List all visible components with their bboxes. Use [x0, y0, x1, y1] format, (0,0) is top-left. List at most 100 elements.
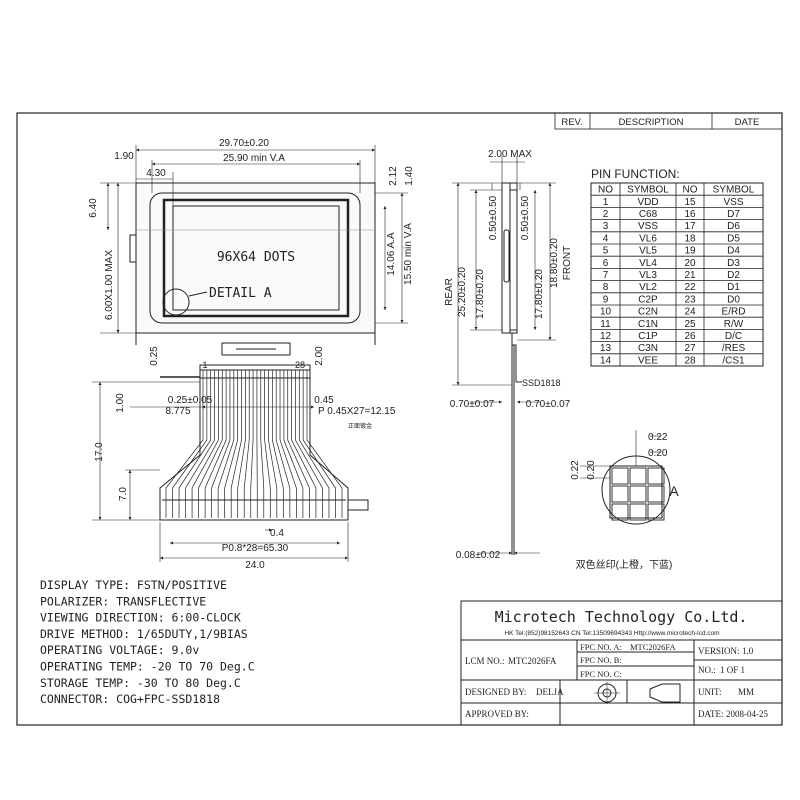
- title-block-labels: Microtech Technology Co.Ltd. HK Tel:(852…: [465, 608, 768, 719]
- fpc-trace: [243, 370, 250, 518]
- front-view: [129, 182, 376, 521]
- pin-table-cell: 5: [603, 246, 609, 257]
- description-header: DESCRIPTION: [619, 117, 684, 128]
- pin-table-cell: 19: [684, 246, 696, 257]
- fpc-trace: [185, 370, 215, 518]
- glass-height-label: 17.80±0.20: [475, 269, 486, 319]
- pin-table-cell: C68: [639, 209, 658, 220]
- unit-label: UNIT:: [698, 687, 722, 697]
- unit-value: MM: [738, 687, 754, 697]
- detail-pixel: [629, 485, 647, 503]
- title-block: [460, 600, 783, 726]
- spec-line: CONNECTOR: COG+FPC-SSD1818: [40, 692, 220, 706]
- company-name: Microtech Technology Co.Ltd.: [495, 608, 748, 626]
- pin-table-cell: VL3: [639, 270, 657, 281]
- pin-table-cell: VL2: [639, 282, 657, 293]
- pin-table-cell: VSS: [723, 197, 743, 208]
- fpc-trace: [217, 370, 235, 518]
- front-view-labels: 29.70±0.20 1.90 25.90 min V.A 4.30 2.12 …: [88, 138, 415, 571]
- front-label: FRONT: [562, 246, 573, 280]
- top-height-label: 6.40: [88, 198, 99, 218]
- pin-table-cell: D3: [727, 258, 740, 269]
- fpc-trace: [287, 370, 310, 518]
- fpc-trace: [198, 370, 223, 518]
- rear-label: REAR: [444, 278, 455, 306]
- detail-pixel: [629, 467, 647, 485]
- pin-table-cell: 23: [684, 294, 696, 305]
- detail-a-label: DETAIL A: [209, 286, 272, 301]
- pin-table-header: SYMBOL: [713, 185, 755, 196]
- pin-table-cell: /RES: [722, 343, 746, 354]
- front-view-dimensions: [92, 145, 408, 562]
- top-gap-label: 2.12: [388, 166, 399, 186]
- side-view: [501, 182, 522, 555]
- aa-left-label: 4.30: [146, 168, 166, 179]
- front-height-label: 18.80±0.20: [549, 238, 560, 288]
- fpc-trace: [237, 370, 246, 518]
- pin-table-header: SYMBOL: [627, 185, 669, 196]
- pitch-h-label: 0.45: [314, 395, 334, 406]
- fpc-trace: [204, 370, 227, 518]
- detail-pixel: [647, 467, 665, 485]
- spec-line: DRIVE METHOD: 1/65DUTY,1/9BIAS: [40, 627, 248, 641]
- silk-note: 双色丝印(上橙，下蓝): [576, 558, 673, 571]
- detail-pixel: [647, 503, 665, 521]
- pin-table-cell: VDD: [637, 197, 658, 208]
- pin-table-cell: 25: [684, 319, 696, 330]
- detail-a-callout: A: [669, 483, 679, 499]
- pin-function-title: PIN FUNCTION:: [591, 167, 680, 181]
- left-margin-label: 1.90: [114, 151, 134, 162]
- pin-table-cell: 11: [600, 319, 611, 330]
- pin-table-cell: VSS: [638, 221, 658, 232]
- pin-table-cell: 2: [603, 209, 609, 220]
- fpc-b-label: FPC NO. B:: [580, 655, 622, 665]
- drawing-border: [16, 112, 783, 726]
- pin-table-cell: 13: [600, 343, 612, 354]
- spec-line: OPERATING VOLTAGE: 9.0v: [40, 643, 199, 657]
- spec-line: DISPLAY TYPE: FSTN/POSITIVE: [40, 578, 227, 592]
- pin-table-cell: 16: [684, 209, 696, 220]
- fpc-trace: [264, 370, 271, 518]
- pitch-calc-label: P 0.45X27=12.15: [318, 406, 396, 417]
- offset-label: 8.775: [165, 406, 190, 417]
- pin-table-cell: 18: [684, 233, 696, 244]
- sheet-no-label: NO.:: [698, 665, 716, 675]
- company-contact: HK Tel:(852)98152643 CN Tel:13509694343 …: [504, 630, 719, 637]
- fpc-trace: [191, 370, 219, 518]
- fpc-top-label: 1.00: [115, 393, 126, 413]
- pin-1-marker: 1: [202, 360, 207, 370]
- date-header: DATE: [735, 117, 760, 128]
- pin-table-cell: C2N: [638, 307, 658, 318]
- total-height-label: 6.00X1.00 MAX: [104, 250, 115, 320]
- thickness-left-label: 0.70±0.07: [450, 399, 495, 410]
- pin-table-cell: D/C: [725, 331, 742, 342]
- detail-pixel: [611, 467, 629, 485]
- fpc-right-width-label: 2.00: [314, 346, 325, 366]
- pin-table-cell: VEE: [638, 355, 658, 366]
- pin-table-cell: C1P: [638, 331, 658, 342]
- fpc-trace: [271, 370, 284, 518]
- gap-left-label: 0.50±0.50: [488, 195, 499, 240]
- pin-table-cell: /CS1: [722, 355, 745, 366]
- pin-table-cell: 17: [684, 221, 696, 232]
- pin-table-header: NO: [683, 185, 698, 196]
- spec-line: STORAGE TEMP: -30 TO 80 Deg.C: [40, 676, 241, 690]
- pin-table-cell: 8: [603, 282, 609, 293]
- version-label: VERSION:: [698, 646, 740, 656]
- pin-table-cell: 10: [600, 307, 612, 318]
- fpc-trace: [250, 370, 254, 518]
- version-value: 1.0: [742, 646, 754, 656]
- va-width-label: 25.90 min V.A: [223, 153, 285, 164]
- pad-width-label: 0.25±0.05: [168, 395, 213, 406]
- top-edge-label: 1.40: [404, 166, 415, 186]
- width-total-label: 29.70±0.20: [219, 138, 269, 149]
- pin-table-cell: D1: [727, 282, 740, 293]
- detail-dim-3: 0.22: [570, 460, 581, 480]
- fpc-trace: [165, 370, 204, 518]
- pin-table-cell: 21: [684, 270, 696, 281]
- lcm-no-value: MTC2026FA: [508, 656, 557, 666]
- detail-pixel: [647, 485, 665, 503]
- pin-table-cell: 15: [684, 197, 696, 208]
- fpc-traces: [165, 370, 343, 518]
